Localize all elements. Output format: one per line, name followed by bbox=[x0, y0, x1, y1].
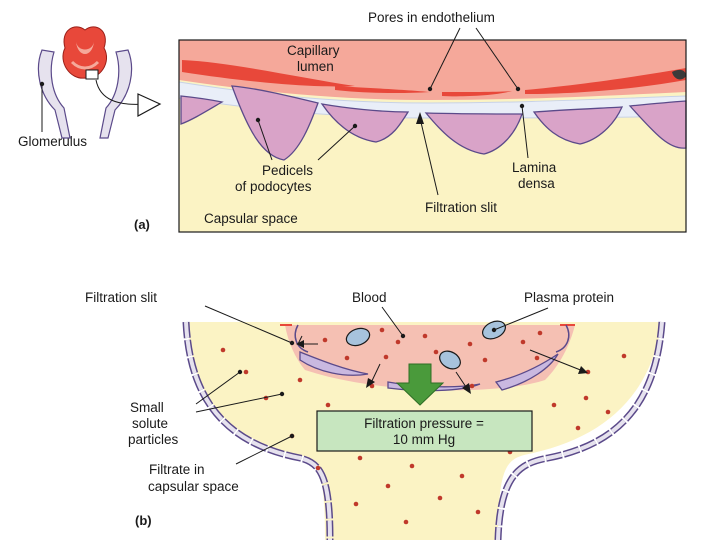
filtration-arrows bbox=[296, 335, 588, 394]
plasma-protein bbox=[439, 350, 461, 370]
label-filtration-pressure-line2: 10 mm Hg bbox=[393, 432, 455, 447]
label-pores-in-endothelium: Pores in endothelium bbox=[368, 10, 495, 25]
leader-small-solute bbox=[195, 369, 285, 413]
panel-a-tag: (a) bbox=[134, 217, 150, 232]
pedicel-markers bbox=[255, 117, 358, 161]
label-capillary-lumen-line2: lumen bbox=[297, 59, 334, 74]
label-small-solute-line1: Small bbox=[130, 400, 164, 415]
label-capillary-lumen-line1: Capillary bbox=[287, 43, 340, 58]
leader-plasma-protein bbox=[491, 307, 549, 333]
small-solutes bbox=[220, 327, 627, 525]
leader-lamina-densa bbox=[519, 103, 529, 159]
label-blood: Blood bbox=[352, 290, 387, 305]
label-capsular-space: Capsular space bbox=[204, 211, 298, 226]
leader-blood bbox=[381, 306, 406, 339]
label-small-solute-line3: particles bbox=[128, 432, 179, 447]
leader-filtration-slit-b bbox=[204, 305, 295, 346]
label-pedicels-line2: of podocytes bbox=[235, 179, 312, 194]
label-filtration-slit-a: Filtration slit bbox=[425, 200, 497, 215]
filtration-pressure-box: Filtration pressure = 10 mm Hg bbox=[316, 410, 533, 452]
leader-filtrate bbox=[235, 433, 295, 465]
plasma-protein bbox=[345, 327, 371, 347]
panel-b-tag: (b) bbox=[135, 513, 152, 528]
label-filtrate-line1: Filtrate in bbox=[149, 462, 205, 477]
panel-a: Glomerulus Pore bbox=[18, 10, 687, 233]
label-filtration-pressure-line1: Filtration pressure = bbox=[364, 416, 484, 431]
leader-pores bbox=[427, 27, 521, 92]
label-small-solute-line2: solute bbox=[132, 416, 168, 431]
filtration-pressure-arrow bbox=[395, 363, 445, 406]
panel-b: Filtration pressure = 10 mm Hg Filtratio… bbox=[85, 290, 666, 540]
label-lamina-densa-line1: Lamina bbox=[512, 160, 557, 175]
label-lamina-densa-line2: densa bbox=[518, 176, 555, 191]
label-plasma-protein: Plasma protein bbox=[524, 290, 614, 305]
label-filtration-slit-b: Filtration slit bbox=[85, 290, 157, 305]
leader-filtration-slit-a bbox=[416, 112, 439, 196]
label-filtrate-line2: capsular space bbox=[148, 479, 239, 494]
label-glomerulus: Glomerulus bbox=[18, 134, 87, 149]
glomerulus-thumbnail bbox=[37, 26, 162, 139]
label-pedicels-line1: Pedicels bbox=[262, 163, 313, 178]
